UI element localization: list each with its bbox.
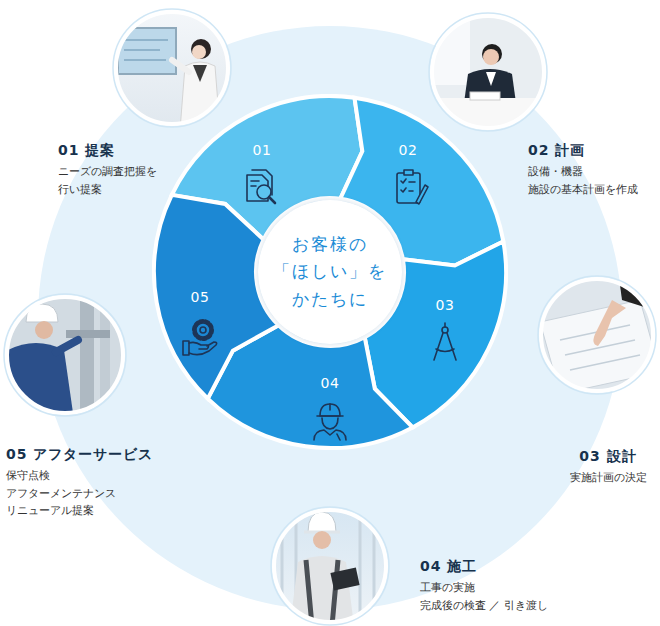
step-heading: 03 設計	[579, 447, 636, 465]
compass-icon	[434, 323, 456, 360]
center-text: お客様の 「ほしい」を かたちに	[271, 231, 389, 313]
label-anchor: 工事の実施 完成後の検査 ／ 引き渡し	[420, 579, 552, 614]
label-anchor: 保守点検 アフターメンテナンス リニューアル提案	[6, 467, 120, 520]
step-heading: 05 アフターサービス	[6, 445, 153, 463]
hand-gear-icon	[183, 321, 217, 355]
label-anchor: 02 計画	[528, 140, 585, 159]
label-anchor: 設備・機器 施設の基本計画を作成	[528, 163, 642, 198]
photo-planning	[428, 12, 548, 138]
label-anchor: 04 施工	[420, 556, 477, 575]
document-search-icon	[247, 170, 275, 203]
label-anchor: 01 提案	[58, 140, 115, 159]
step-number: 05	[191, 289, 210, 306]
photo-design	[538, 270, 660, 396]
worker-icon	[314, 404, 346, 440]
step-number: 04	[321, 375, 340, 392]
label-anchor: 03 設計	[579, 446, 636, 465]
step-number: 01	[253, 142, 272, 159]
step-description: 実施計画の決定	[568, 469, 648, 487]
step-description: 保守点検 アフターメンテナンス リニューアル提案	[6, 467, 120, 520]
center-circle: お客様の 「ほしい」を かたちに	[258, 200, 402, 344]
step-description: 設備・機器 施設の基本計画を作成	[528, 163, 642, 198]
step-heading: 04 施工	[420, 557, 477, 575]
photo-construction	[271, 507, 389, 626]
step-description: ニーズの調査把握を 行い提案	[58, 163, 160, 198]
label-anchor: ニーズの調査把握を 行い提案	[58, 163, 160, 198]
step-number: 03	[436, 297, 455, 314]
step-description: 工事の実施 完成後の検査 ／ 引き渡し	[420, 579, 552, 614]
step-heading: 02 計画	[528, 141, 585, 159]
label-anchor: 05 アフターサービス	[6, 444, 153, 463]
segment-outline	[340, 98, 503, 266]
step-heading: 01 提案	[58, 141, 115, 159]
clipboard-icon	[397, 170, 428, 204]
step-number: 02	[399, 142, 418, 159]
segment-outline	[154, 195, 279, 399]
label-anchor: 実施計画の決定	[568, 469, 648, 487]
photo-proposal	[110, 8, 240, 133]
photo-after-service	[0, 294, 127, 420]
pale-disc	[38, 26, 622, 610]
